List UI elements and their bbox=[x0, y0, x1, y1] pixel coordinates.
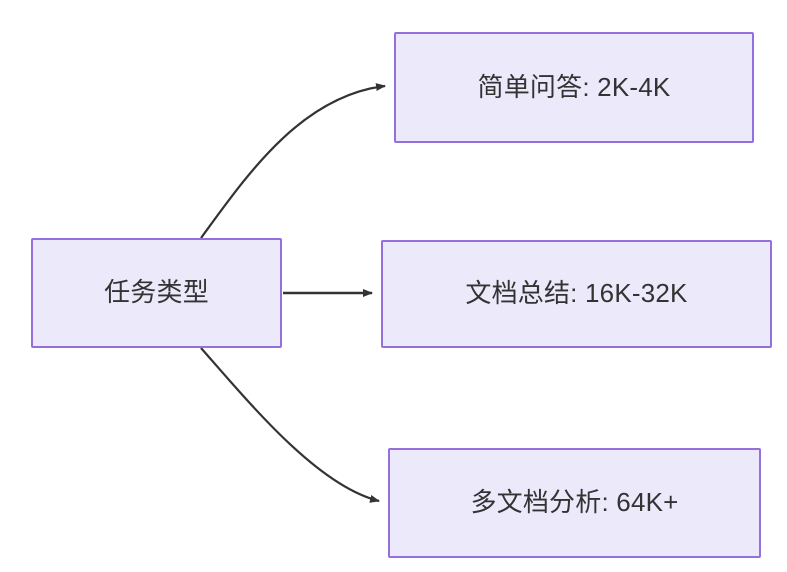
node-task-type[interactable]: 任务类型 bbox=[31, 238, 282, 348]
node-label-multi-doc: 多文档分析: 64K+ bbox=[470, 487, 679, 518]
edge-root-to-simple-qa bbox=[200, 83, 386, 239]
node-label-task-type: 任务类型 bbox=[104, 277, 209, 308]
node-label-doc-summary: 文档总结: 16K-32K bbox=[465, 278, 688, 309]
node-label-simple-qa: 简单问答: 2K-4K bbox=[477, 71, 671, 102]
node-doc-summary[interactable]: 文档总结: 16K-32K bbox=[381, 240, 772, 348]
node-simple-qa[interactable]: 简单问答: 2K-4K bbox=[394, 32, 754, 143]
edge-root-to-multi-doc bbox=[200, 347, 380, 503]
node-multi-doc[interactable]: 多文档分析: 64K+ bbox=[388, 448, 761, 558]
